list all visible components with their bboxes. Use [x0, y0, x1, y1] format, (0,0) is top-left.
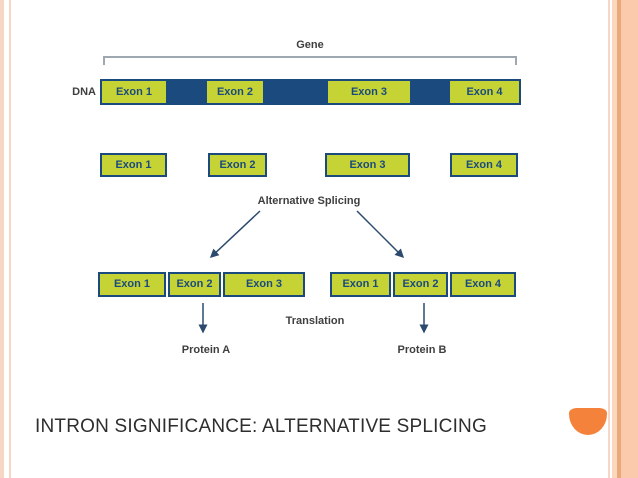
dna-exon-3: Exon 3: [328, 81, 410, 103]
mrna-a-exon-2: Exon 2: [168, 272, 221, 297]
gene-label: Gene: [296, 39, 324, 51]
dna-exon-2: Exon 2: [207, 81, 263, 103]
slide-title: INTRON SIGNIFICANCE: ALTERNATIVE SPLICIN…: [35, 416, 487, 437]
alternative-splicing-label: Alternative Splicing: [257, 195, 361, 207]
pre-mrna-exon-3: Exon 3: [325, 153, 410, 177]
pre-mrna-exon-4: Exon 4: [450, 153, 518, 177]
right-accent-stripe-thin: [608, 0, 610, 478]
mrna-b-exon-4: Exon 4: [450, 272, 516, 297]
mrna-b-exon-2: Exon 2: [393, 272, 448, 297]
dna-bar: Exon 1 Exon 2 Exon 3 Exon 4: [100, 79, 521, 105]
pre-mrna-exon-1: Exon 1: [100, 153, 167, 177]
alt-splicing-arrow-right: [356, 210, 405, 259]
dna-exon-1: Exon 1: [102, 81, 166, 103]
protein-a-label: Protein A: [181, 344, 231, 356]
right-accent-stripe-light: [612, 0, 617, 478]
dna-exon-4: Exon 4: [450, 81, 519, 103]
alt-splicing-arrow-left: [209, 210, 261, 259]
mrna-a-exon-1: Exon 1: [98, 272, 166, 297]
left-accent-stripe-inner: [9, 0, 11, 478]
mrna-b-exon-1: Exon 1: [330, 272, 391, 297]
gene-bracket: [103, 56, 517, 65]
translation-label: Translation: [285, 315, 345, 327]
right-accent-band: [621, 0, 638, 478]
pre-mrna-exon-2: Exon 2: [208, 153, 267, 177]
orange-accent-shape: [569, 408, 607, 435]
protein-b-label: Protein B: [397, 344, 447, 356]
left-accent-stripe-outer: [0, 0, 4, 478]
mrna-a-exon-3: Exon 3: [223, 272, 305, 297]
dna-label: DNA: [72, 86, 96, 98]
right-accent-stripe-dark: [617, 0, 621, 478]
